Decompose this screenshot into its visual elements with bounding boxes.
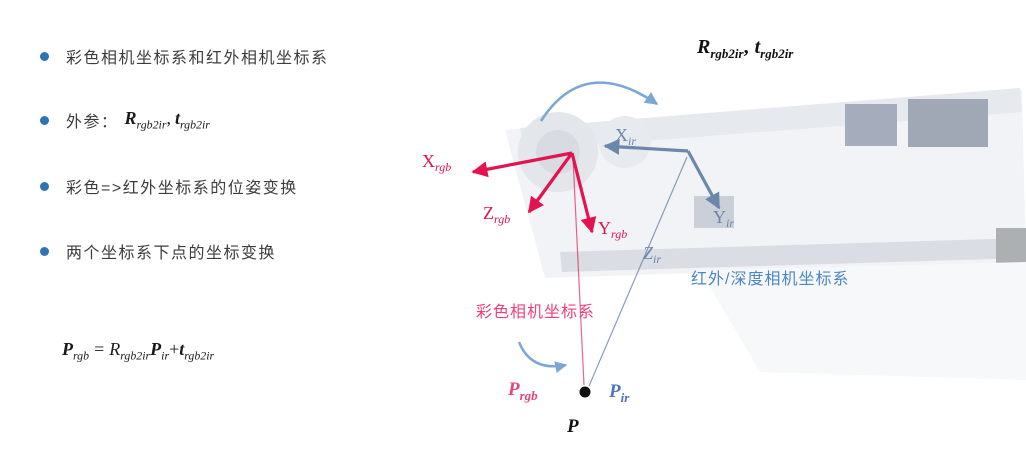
bullet-icon: [40, 181, 49, 191]
caption-rgb-system: 彩色相机坐标系: [476, 303, 595, 321]
bullet-item-1: 彩色相机坐标系和红外相机坐标系: [40, 44, 329, 68]
bullet-text: 两个坐标系下点的坐标变换: [66, 245, 277, 262]
z-rgb-axis-arrow: [527, 152, 574, 214]
extrinsics-label: Rrgb2ir,trgb2ir: [696, 36, 794, 61]
transform-formula: Prgb=Rrgb2irPir+trgb2ir: [62, 339, 215, 363]
label-p-ir: Pir: [608, 381, 630, 405]
label-y-ir: Yir: [713, 207, 734, 230]
bullet-text: 彩色=>红外坐标系的位姿变换: [66, 180, 298, 197]
rotation-arrow-top-icon: [539, 81, 659, 122]
extrinsics-inline-math: Rrgb2ir,trgb2ir: [124, 108, 210, 132]
label-p-rgb: Prgb: [507, 379, 538, 403]
bullet-item-2: 外参： Rrgb2ir,trgb2ir: [40, 108, 210, 133]
camera-photo-background: [505, 88, 1026, 380]
caption-ir-system: 红外/深度相机坐标系: [691, 270, 849, 288]
y-rgb-axis-arrow: [570, 152, 597, 234]
label-p: P: [566, 416, 579, 437]
bullet-icon: [40, 51, 49, 61]
bullet-icon: [40, 115, 49, 125]
bullet-text: 彩色相机坐标系和红外相机坐标系: [66, 50, 329, 67]
label-y-rgb: Yrgb: [598, 218, 627, 241]
bullet-text: 外参：: [66, 114, 119, 132]
label-x-rgb: Xrgb: [422, 151, 451, 174]
x-ir-axis-arrow: [603, 138, 689, 155]
y-ir-axis-arrow: [686, 150, 721, 210]
ir-ray-to-p: [588, 156, 688, 387]
label-z-rgb: Zrgb: [483, 203, 510, 226]
x-rgb-axis-arrow: [471, 151, 573, 178]
rgb-ray-to-p: [572, 157, 585, 386]
bullet-item-3: 彩色=>红外坐标系的位姿变换: [40, 174, 298, 198]
label-z-ir: Zir: [643, 243, 661, 266]
label-x-ir: Xir: [615, 125, 636, 148]
point-p-dot: [579, 386, 591, 398]
bullet-icon: [40, 246, 49, 256]
bullet-item-4: 两个坐标系下点的坐标变换: [40, 239, 276, 263]
rotation-arrow-bottom-icon: [517, 341, 568, 373]
